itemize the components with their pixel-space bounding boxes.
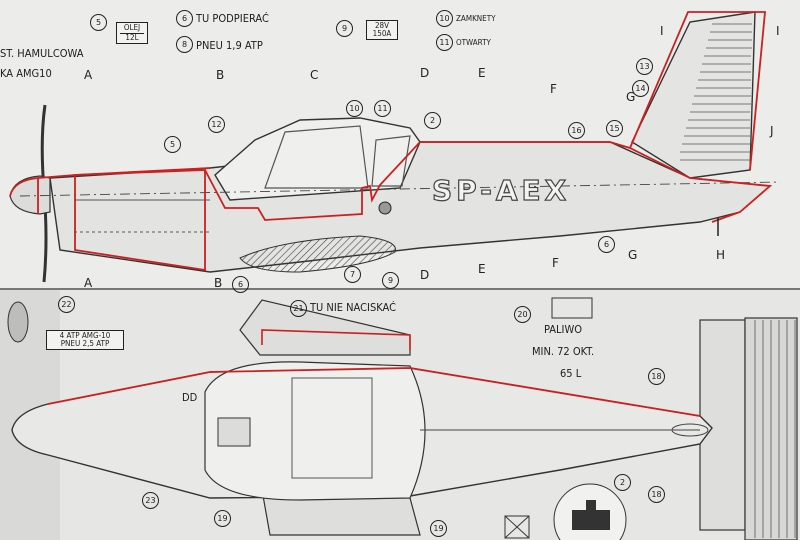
centerline <box>19 181 781 197</box>
battery-capacity: 150A <box>372 29 392 38</box>
station-f-bottom: F <box>552 256 559 270</box>
brake-fluid-fragment: ST. HAMULCOWA <box>0 47 84 60</box>
top-view-aircraft <box>7 297 798 540</box>
station-f-top: F <box>550 82 557 96</box>
canopy <box>214 117 421 201</box>
top-canopy <box>204 361 426 501</box>
pressure-label: 4 ATP AMG-10 PNEU 2,5 ATP <box>46 330 124 350</box>
station-a-bottom: A <box>84 276 93 290</box>
oil-label: OLEJ 12L <box>116 22 148 44</box>
placard-cross-b <box>504 515 530 539</box>
callout-pressure: 22 <box>58 296 75 313</box>
station-j: J <box>770 124 774 138</box>
battery-label: 28V 150A <box>366 20 398 40</box>
callout-19-right: 19 <box>430 520 447 537</box>
callout-closed: 10 <box>436 10 453 27</box>
callout-fuel: 20 <box>514 306 531 323</box>
open-label: OTWARTY <box>456 38 491 47</box>
hatch-panel <box>217 417 251 447</box>
registration-mark: SP-AEX <box>431 173 571 207</box>
placard-box <box>504 515 530 539</box>
fuel-placard-box <box>551 297 593 319</box>
battery-voltage: 28V <box>374 21 390 30</box>
tail-cone <box>671 423 709 437</box>
red-outline-side <box>9 11 773 272</box>
callout-battery: 9 <box>336 20 353 37</box>
callout-6-rear: 6 <box>598 236 615 253</box>
no-step-label: TU NIE NACISKAĆ <box>310 301 397 314</box>
callout-23: 23 <box>142 492 159 509</box>
station-g-top: G <box>626 90 636 104</box>
cockpit-frame <box>291 377 373 479</box>
support-label: TU PODPIERAĆ <box>196 12 269 25</box>
closed-label: ZAMKNETY <box>456 14 496 23</box>
callout-no-step: 21 <box>290 300 307 317</box>
brake-system-fragment: KA AMG10 <box>0 67 52 80</box>
callout-18-upper: 18 <box>648 368 665 385</box>
callout-tire: 8 <box>176 36 193 53</box>
callout-10: 10 <box>346 100 363 117</box>
station-a-top: A <box>84 68 93 82</box>
fuel-capacity: 65 L <box>560 367 582 380</box>
callout-14: 14 <box>632 80 649 97</box>
callout-16: 16 <box>568 122 585 139</box>
station-d-bottom: D <box>420 268 430 282</box>
station-g-bottom: G <box>628 248 638 262</box>
station-c-top: C <box>310 68 319 82</box>
side-view-aircraft <box>9 11 781 283</box>
oil-capacity: 12L <box>120 33 144 42</box>
callout-11: 11 <box>374 100 391 117</box>
callout-oil: 5 <box>90 14 107 31</box>
callout-open: 11 <box>436 34 453 51</box>
station-b-top: B <box>216 68 225 82</box>
tire-pressure-label: PNEU 1,9 ATP <box>196 39 263 52</box>
callout-12: 12 <box>208 116 225 133</box>
station-e-top: E <box>478 66 486 80</box>
callout-15: 15 <box>606 120 623 137</box>
canopy-frame <box>264 125 369 189</box>
canopy-rear-window <box>371 135 411 187</box>
station-i-left: I <box>660 24 664 38</box>
callout-2-top: 2 <box>614 474 631 491</box>
elevator-ribs <box>754 320 796 538</box>
wing-root-hatched <box>239 235 397 273</box>
station-b-bottom: B <box>214 276 223 290</box>
callout-support: 6 <box>176 10 193 27</box>
dd-marks: DD <box>182 391 198 404</box>
callout-9-side: 9 <box>382 272 399 289</box>
rudder-ribs <box>680 23 752 161</box>
callout-7: 7 <box>344 266 361 283</box>
vertical-fin <box>631 11 756 179</box>
oil-title: OLEJ <box>123 23 141 32</box>
callout-18-lower: 18 <box>648 486 665 503</box>
fuel-label: PALIWO <box>544 323 583 336</box>
roundel-checker <box>572 500 610 530</box>
station-h-bottom: H <box>716 248 726 262</box>
station-d-top: D <box>420 66 430 80</box>
station-e-bottom: E <box>478 262 486 276</box>
main-wheel <box>7 301 29 343</box>
callout-19-left: 19 <box>214 510 231 527</box>
brake-pressure: 4 ATP AMG-10 <box>59 331 111 340</box>
tire-pressure: PNEU 2,5 ATP <box>60 339 110 348</box>
red-outline-top <box>47 367 701 417</box>
red-outline-wingroot <box>261 329 411 350</box>
callout-6-front: 6 <box>232 276 249 293</box>
fuel-cap <box>378 201 392 215</box>
callout-2-side: 2 <box>424 112 441 129</box>
fuel-octane: MIN. 72 OKT. <box>532 345 595 358</box>
callout-5-cowl: 5 <box>164 136 181 153</box>
callout-13: 13 <box>636 58 653 75</box>
station-i-right: I <box>776 24 780 38</box>
